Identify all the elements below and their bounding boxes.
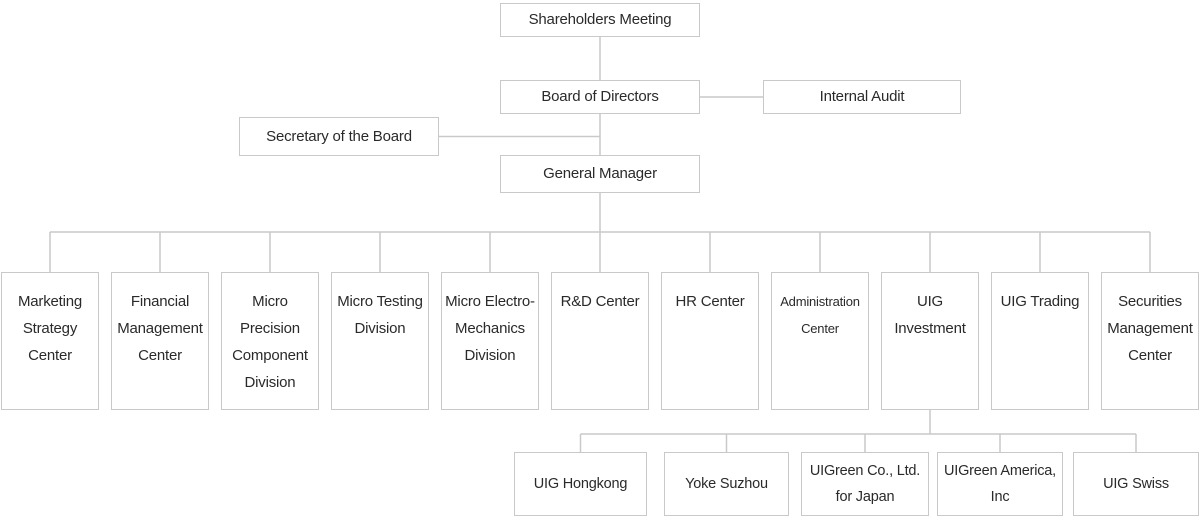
org-node-uigreen-japan: UIGreen Co., Ltd. for Japan [801, 452, 929, 516]
org-node-general-manager: General Manager [500, 155, 700, 193]
org-node-administration-center: Administration Center [771, 272, 869, 410]
org-node-yoke-suzhou: Yoke Suzhou [664, 452, 789, 516]
org-node-micro-testing-division: Micro Testing Division [331, 272, 429, 410]
org-node-micro-electro-mechanics-division: Micro Electro-Mechanics Division [441, 272, 539, 410]
org-node-uig-swiss: UIG Swiss [1073, 452, 1199, 516]
org-node-uigreen-america: UIGreen America, Inc [937, 452, 1063, 516]
org-node-rd-center: R&D Center [551, 272, 649, 410]
org-node-shareholders-meeting: Shareholders Meeting [500, 3, 700, 37]
org-node-hr-center: HR Center [661, 272, 759, 410]
org-node-uig-trading: UIG Trading [991, 272, 1089, 410]
org-node-securities-management-center: Securities Management Center [1101, 272, 1199, 410]
org-node-board-of-directors: Board of Directors [500, 80, 700, 114]
org-node-secretary-of-the-board: Secretary of the Board [239, 117, 439, 156]
org-node-financial-management-center: Financial Management Center [111, 272, 209, 410]
org-node-uig-hongkong: UIG Hongkong [514, 452, 647, 516]
org-node-internal-audit: Internal Audit [763, 80, 961, 114]
org-node-uig-investment: UIG Investment [881, 272, 979, 410]
org-node-marketing-strategy-center: Marketing Strategy Center [1, 272, 99, 410]
org-node-micro-precision-component-division: Micro Precision Component Division [221, 272, 319, 410]
